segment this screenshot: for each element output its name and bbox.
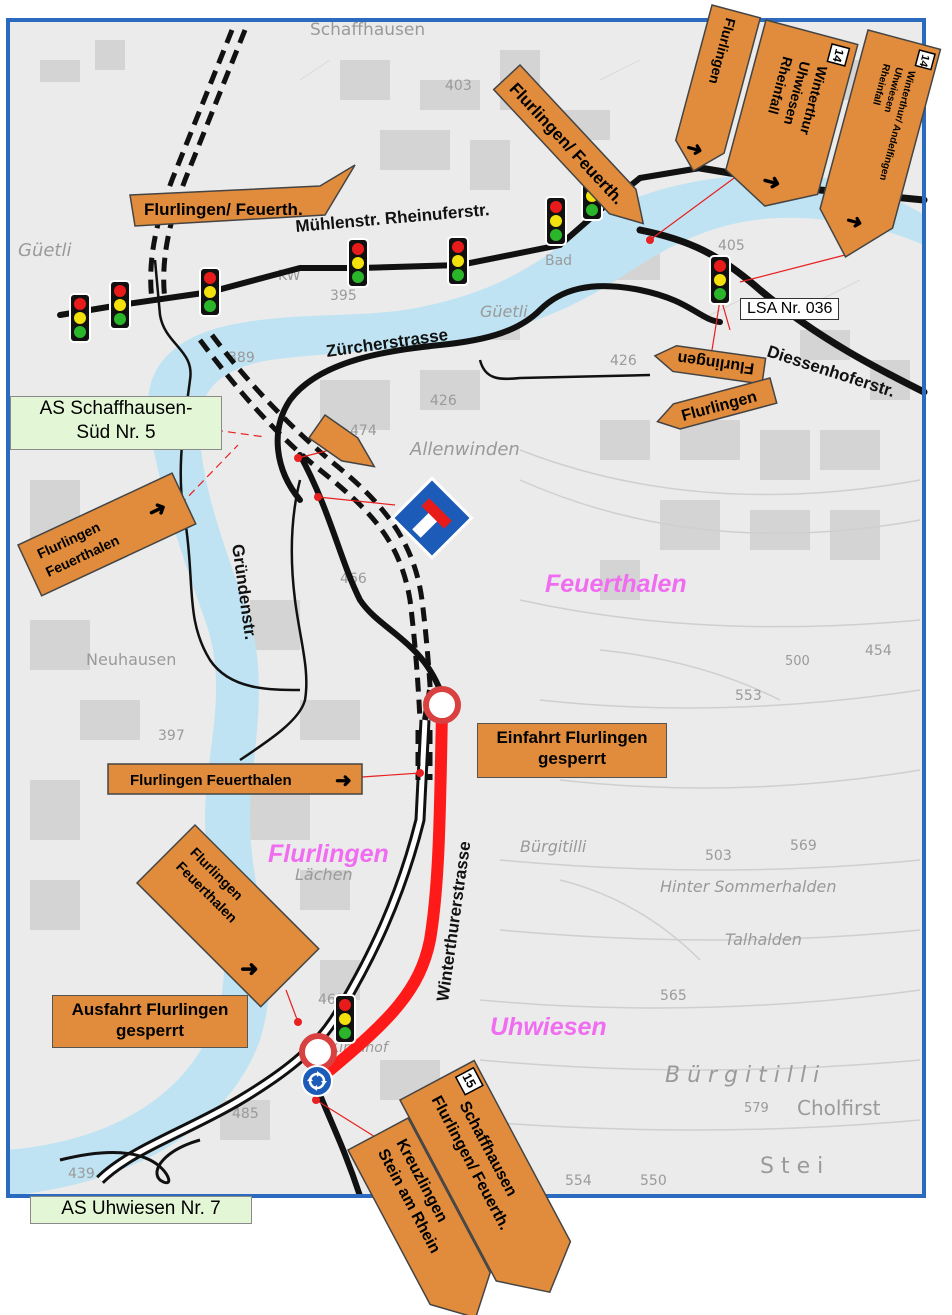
svg-text:➜: ➜ [240, 956, 258, 981]
area-stein: S t e i [760, 1154, 823, 1179]
elev-500: 500 [785, 654, 810, 669]
label-as-schaffhausen-sued-line2: Süd Nr. 5 [76, 422, 156, 443]
elev-474: 474 [350, 423, 377, 439]
elev-454: 454 [865, 643, 892, 659]
sign-small-arrow [307, 413, 376, 468]
town-schaffhausen: Schaffhausen [310, 20, 425, 40]
elev-426a: 426 [610, 353, 637, 369]
area-gueetli-2: Güetli [480, 302, 528, 321]
topo-labels: Schaffhausen Güetli Güetli Allenwinden N… [18, 20, 892, 1189]
elev-405: 405 [718, 238, 745, 254]
sign-flurlingen-feuerthalen-mid: Flurlingen Feuerthalen ➜ [107, 763, 363, 795]
elev-503: 503 [705, 848, 732, 864]
elev-550: 550 [640, 1173, 667, 1189]
label-ausfahrt-gesperrt: Ausfahrt Flurlingen gesperrt [52, 995, 248, 1048]
elev-426b: 426 [430, 393, 457, 409]
closed-road-winterthurerstrasse [324, 706, 448, 1076]
town-neuhausen: Neuhausen [86, 650, 176, 669]
area-allenwinden: Allenwinden [409, 439, 520, 460]
label-einfahrt-line1: Einfahrt Flurlingen [496, 728, 648, 747]
tunnels [148, 29, 435, 780]
svg-text:14: 14 [916, 53, 931, 69]
svg-text:➜: ➜ [843, 209, 865, 235]
elev-554: 554 [565, 1173, 592, 1189]
area-cholfirst: Cholfirst [797, 1096, 881, 1120]
label-ausfahrt-line2: gesperrt [115, 1021, 185, 1040]
svg-text:➜: ➜ [335, 770, 352, 792]
svg-text:Flurlingen/ Feuerth.: Flurlingen/ Feuerth. [144, 200, 303, 219]
elev-553: 553 [735, 688, 762, 704]
area-hinter-sommerhalden: Hinter Sommerhalden [660, 877, 836, 896]
label-as-schaffhausen-sued: AS Schaffhausen- Süd Nr. 5 [10, 396, 222, 450]
elev-565: 565 [660, 988, 687, 1004]
sign-flurlingen-feuerth-top: Flurlingen/ Feuerth. [129, 164, 356, 227]
place-uhwiesen: Uhwiesen [490, 1013, 607, 1041]
label-as-uhwiesen: AS Uhwiesen Nr. 7 [30, 1196, 252, 1224]
elev-579: 579 [744, 1101, 769, 1116]
elev-395: 395 [330, 288, 357, 304]
svg-text:15: 15 [459, 1070, 479, 1090]
elev-397: 397 [158, 728, 185, 744]
label-lsa-036: LSA Nr. 036 [740, 298, 840, 320]
main-roads [57, 164, 928, 693]
elev-569: 569 [790, 838, 817, 854]
roundabout-icon [301, 1065, 333, 1097]
label-einfahrt-line2: gesperrt [537, 749, 607, 768]
label-ausfahrt-line1: Ausfahrt Flurlingen [71, 1000, 229, 1019]
sign-flurlingen-vertical: Flurlingen ➜ [674, 4, 762, 172]
area-talhalden: Talhalden [725, 930, 802, 949]
road-to-kreuzlingen [315, 1088, 363, 1197]
area-laechen: Lächen [295, 865, 353, 884]
label-einfahrt-gesperrt: Einfahrt Flurlingen gesperrt [477, 723, 667, 778]
sign-andelfingen-14: 14 Winterthur/ Andelfingen Uhwiesen Rhei… [819, 29, 942, 258]
svg-text:14: 14 [830, 47, 847, 64]
label-as-schaffhausen-sued-line1: AS Schaffhausen- [39, 398, 193, 419]
place-feuerthalen: Feuerthalen [545, 570, 687, 598]
area-buergitilli: Bürgitilli [520, 837, 587, 856]
dead-end-road-icon [390, 476, 474, 560]
label-bad: Bad [545, 253, 572, 269]
elev-403: 403 [445, 78, 472, 94]
sign-winterthur-14: 14 Winterthur Uhwiesen Rheinfall ➜ [725, 19, 859, 207]
area-buergitilli-large: B ü r g i t i l l i [665, 1063, 819, 1088]
svg-text:Flurlingen Feuerthalen: Flurlingen Feuerthalen [130, 772, 292, 789]
area-gueetli: Güetli [18, 240, 72, 261]
elev-439: 439 [68, 1166, 95, 1182]
leader-lines [179, 144, 846, 1141]
svg-text:➜: ➜ [683, 137, 705, 163]
elev-485: 485 [232, 1106, 259, 1122]
sign-flurlingen-feuerthalen-low: Flurlingen Feuerthalen ➜ [135, 823, 320, 1008]
place-flurlingen: Flurlingen [268, 840, 389, 868]
